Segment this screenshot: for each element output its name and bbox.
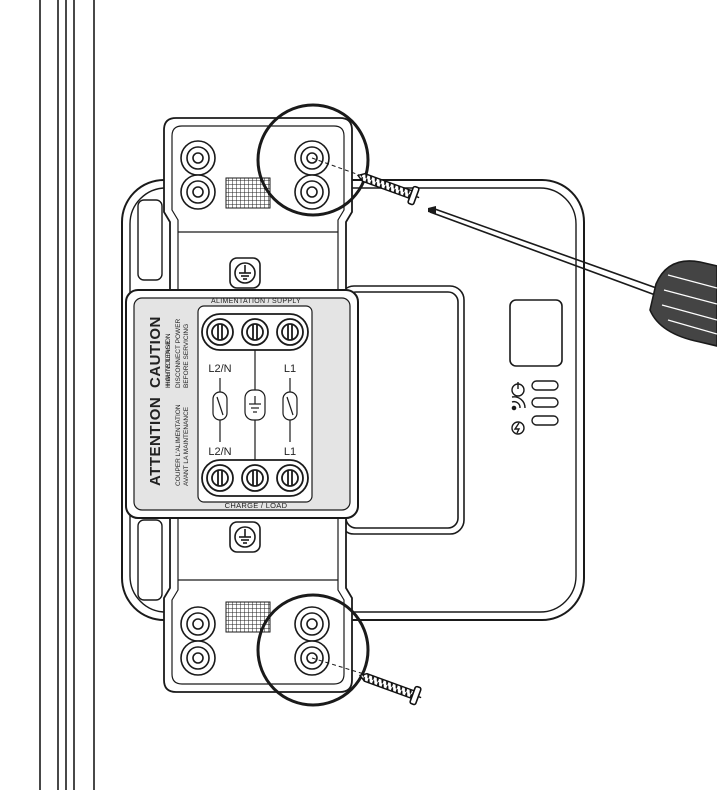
- warning-en-line2-group: DISCONNECT POWER: [175, 318, 182, 388]
- wiring-schematic: [212, 350, 298, 460]
- load-terminal-block: [201, 459, 309, 497]
- warning-en-line1: HIGH VOLTAGE: [165, 340, 172, 388]
- warning-fr-line2: COUPER L'ALIMENTATION: [175, 404, 182, 486]
- screwdriver-icon: [428, 206, 717, 347]
- screw-icon: [356, 172, 420, 206]
- wifi-icon: [511, 396, 526, 411]
- mounting-holes-top: [180, 140, 330, 210]
- status-led-bars: [531, 380, 559, 426]
- warning-fr: ATTENTION: [147, 397, 164, 486]
- terminal-label-supply-neutral: L2/N: [208, 363, 231, 375]
- supply-terminal-block: [201, 313, 309, 351]
- warning-en-line1-group: HIGH VOLTAGE: [165, 340, 172, 388]
- supply-label: ALIMENTATION / SUPPLY: [211, 298, 301, 305]
- bolt-icon: [511, 421, 525, 435]
- power-icon: [511, 382, 525, 397]
- warning-en-line3: BEFORE SERVICING: [183, 324, 190, 388]
- warning-fr-line2-group: COUPER L'ALIMENTATION: [175, 404, 182, 486]
- screwdriver-handle: [649, 260, 717, 347]
- terminal-label-load-neutral: L2/N: [208, 446, 231, 458]
- status-icons: [511, 380, 559, 435]
- load-label: CHARGE / LOAD: [225, 501, 288, 510]
- wall-frame: [39, 0, 95, 790]
- warning-en-line2: DISCONNECT POWER: [175, 318, 182, 388]
- warning-en-line3-group: BEFORE SERVICING: [183, 324, 190, 388]
- warning-fr-line3: AVANT LA MAINTENANCE: [183, 406, 190, 486]
- alignment-guides: [311, 157, 365, 675]
- highlight-circle-bottom: [256, 593, 370, 707]
- screw-icon: [358, 672, 422, 706]
- warning-en: CAUTION: [147, 316, 164, 388]
- warning-fr-line1-group: HAUTE TENSION: [165, 333, 172, 386]
- terminal-label-load-line: L1: [284, 446, 296, 458]
- ground-icon: [229, 521, 261, 553]
- indicator-window: [509, 299, 563, 367]
- warning-fr-line1: HAUTE TENSION: [165, 333, 172, 386]
- warning-fr-line3-group: AVANT LA MAINTENANCE: [183, 406, 190, 486]
- bracket-side-clips: [137, 199, 163, 601]
- warning-en-heading: CAUTION: [147, 316, 164, 388]
- mounting-holes-bottom: [180, 606, 330, 676]
- warning-fr-heading: ATTENTION: [147, 397, 164, 486]
- terminal-label-supply-line: L1: [284, 363, 296, 375]
- inner-housing: [339, 285, 465, 535]
- highlight-circle-top: [256, 103, 370, 217]
- ground-icon: [229, 257, 261, 289]
